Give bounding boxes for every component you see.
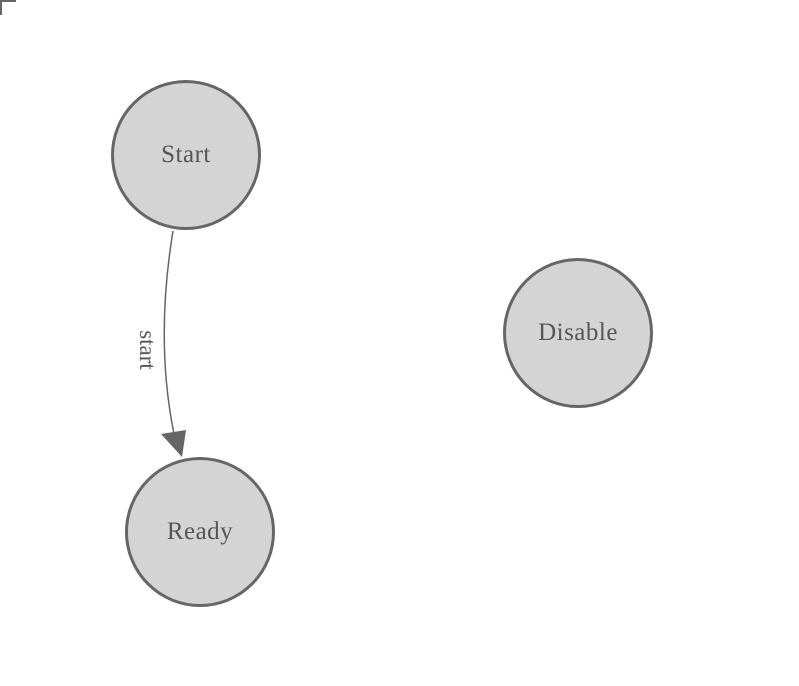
state-label-start: Start xyxy=(161,141,211,168)
canvas-origin-corner-icon xyxy=(0,0,16,15)
state-label-disable: Disable xyxy=(538,319,618,346)
transition-path[interactable] xyxy=(163,230,175,435)
state-label-ready: Ready xyxy=(166,518,234,545)
transition-start-ready[interactable] xyxy=(161,230,186,457)
transition-label: start xyxy=(135,330,160,370)
state-node-ready[interactable]: Ready xyxy=(125,457,275,607)
state-node-disable[interactable]: Disable xyxy=(503,258,653,408)
state-node-start[interactable]: Start xyxy=(111,80,261,230)
